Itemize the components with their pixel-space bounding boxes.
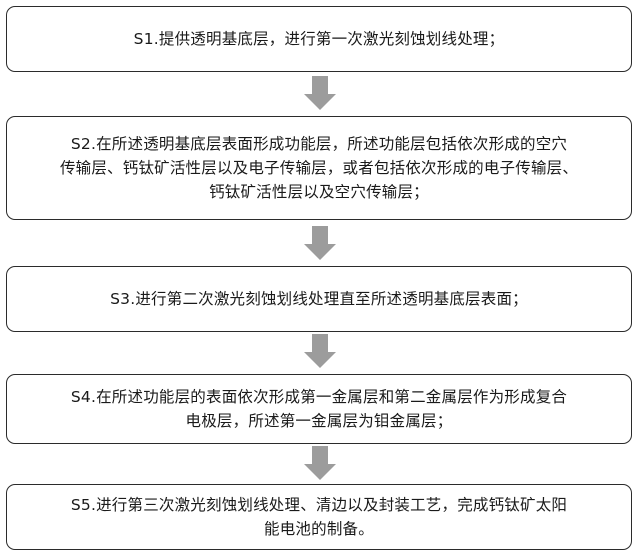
step-text-s3: S3.进行第二次激光刻蚀划线处理直至所述透明基底层表面；	[110, 287, 528, 311]
step-box-s4: S4.在所述功能层的表面依次形成第一金属层和第二金属层作为形成复合 电极层，所述…	[6, 374, 632, 444]
down-arrow-icon	[304, 226, 336, 260]
step-s4-line-2: 电极层，所述第一金属层为钼金属层；	[185, 412, 453, 430]
step-s2-line-1: S2.在所述透明基底层表面形成功能层，所述功能层包括依次形成的空穴	[70, 135, 568, 153]
flow-arrow-4	[302, 446, 338, 482]
flow-arrow-1	[302, 76, 338, 112]
step-text-s4: S4.在所述功能层的表面依次形成第一金属层和第二金属层作为形成复合 电极层，所述…	[71, 385, 567, 433]
down-arrow-icon	[304, 76, 336, 110]
step-text-s2: S2.在所述透明基底层表面形成功能层，所述功能层包括依次形成的空穴 传输层、钙钛…	[60, 132, 578, 204]
step-text-s1: S1.提供透明基底层，进行第一次激光刻蚀划线处理；	[134, 27, 505, 51]
step-s4-line-1: S4.在所述功能层的表面依次形成第一金属层和第二金属层作为形成复合	[70, 388, 568, 406]
step-text-s5: S5.进行第三次激光刻蚀划线处理、清边以及封装工艺，完成钙钛矿太阳 能电池的制备…	[71, 493, 567, 541]
step-s2-line-3: 钙钛矿活性层以及空穴传输层；	[209, 183, 429, 201]
step-box-s2: S2.在所述透明基底层表面形成功能层，所述功能层包括依次形成的空穴 传输层、钙钛…	[6, 116, 632, 220]
down-arrow-icon	[304, 446, 336, 480]
flow-arrow-2	[302, 226, 338, 262]
step-s5-line-1: S5.进行第三次激光刻蚀划线处理、清边以及封装工艺，完成钙钛矿太阳	[70, 496, 568, 514]
down-arrow-icon	[304, 334, 336, 368]
step-s3-line-1: S3.进行第二次激光刻蚀划线处理直至所述透明基底层表面；	[110, 290, 528, 308]
step-box-s5: S5.进行第三次激光刻蚀划线处理、清边以及封装工艺，完成钙钛矿太阳 能电池的制备…	[6, 484, 632, 550]
step-s2-line-2: 传输层、钙钛矿活性层以及电子传输层，或者包括依次形成的电子传输层、	[59, 159, 579, 177]
step-box-s3: S3.进行第二次激光刻蚀划线处理直至所述透明基底层表面；	[6, 266, 632, 332]
flow-arrow-3	[302, 334, 338, 370]
step-box-s1: S1.提供透明基底层，进行第一次激光刻蚀划线处理；	[6, 6, 632, 72]
step-s1-line-1: S1.提供透明基底层，进行第一次激光刻蚀划线处理；	[133, 30, 505, 48]
step-s5-line-2: 能电池的制备。	[264, 520, 374, 538]
